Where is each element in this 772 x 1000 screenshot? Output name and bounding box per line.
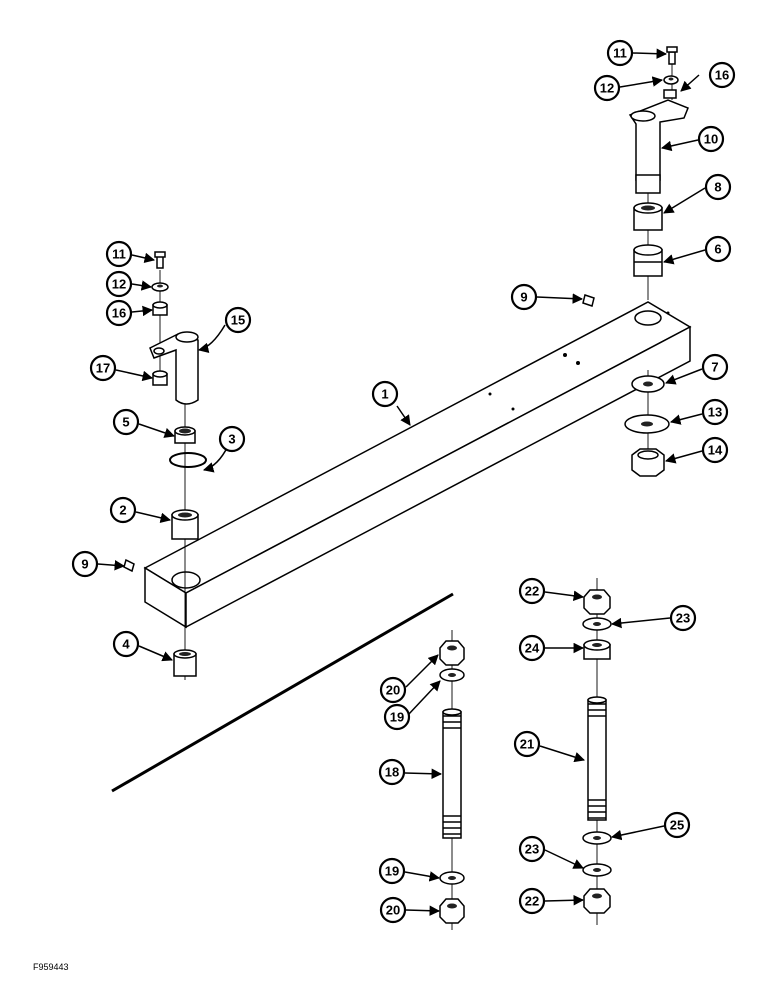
callout-25: 25 [663,811,691,839]
callout-20-upper: 20 [379,676,407,704]
callout-9-left: 9 [71,550,99,578]
svg-text:25: 25 [670,818,684,833]
callout-16-right: 16 [708,61,736,89]
callout-16-left: 16 [105,299,133,327]
svg-text:23: 23 [525,842,539,857]
rod-21-stack [582,578,612,925]
svg-text:13: 13 [708,405,722,420]
assembly-divider-line [111,592,454,793]
callout-22-upper: 22 [518,577,546,605]
svg-text:20: 20 [386,683,400,698]
svg-text:12: 12 [112,277,126,292]
left-pivot-stack [123,251,207,680]
callout-9-right: 9 [510,283,538,311]
svg-text:20: 20 [386,903,400,918]
svg-text:11: 11 [112,247,126,262]
svg-text:9: 9 [81,557,88,572]
beam [143,301,692,629]
callout-20-lower: 20 [379,896,407,924]
svg-text:5: 5 [122,415,129,430]
callout-24: 24 [518,634,546,662]
svg-text:16: 16 [715,68,729,83]
svg-text:24: 24 [525,641,540,656]
svg-text:1: 1 [381,387,388,402]
callout-8: 8 [704,173,732,201]
callout-15: 15 [224,306,252,334]
callout-6: 6 [704,235,732,263]
svg-text:19: 19 [390,710,404,725]
callout-19-upper: 19 [383,703,411,731]
callout-12-left: 12 [105,270,133,298]
figure-reference: F959443 [33,962,69,972]
svg-text:18: 18 [385,765,399,780]
callout-14: 14 [701,436,729,464]
svg-text:8: 8 [714,180,721,195]
callout-7: 7 [701,353,729,381]
svg-text:12: 12 [600,81,614,96]
svg-text:4: 4 [122,637,130,652]
svg-text:10: 10 [704,132,718,147]
svg-text:17: 17 [96,361,110,376]
callout-1: 1 [371,380,399,408]
svg-text:11: 11 [613,46,627,61]
svg-text:21: 21 [520,737,534,752]
callout-11-left: 11 [105,240,133,268]
callout-12-right: 12 [593,74,621,102]
svg-text:22: 22 [525,584,539,599]
callout-5: 5 [112,408,140,436]
svg-text:15: 15 [231,313,245,328]
callout-13: 13 [701,398,729,426]
callout-4: 4 [112,630,140,658]
callout-21: 21 [513,730,541,758]
svg-text:3: 3 [228,432,235,447]
leader-lines [97,48,706,916]
callout-23-upper: 23 [669,604,697,632]
callout-3: 3 [218,425,246,453]
rod-18-stack [439,630,465,930]
callout-11-right: 11 [606,39,634,67]
callout-19-lower: 19 [378,857,406,885]
svg-text:9: 9 [520,290,527,305]
svg-text:2: 2 [119,503,126,518]
svg-text:6: 6 [714,242,721,257]
callout-17: 17 [89,354,117,382]
callout-10: 10 [697,125,725,153]
svg-text:23: 23 [676,611,690,626]
callout-18: 18 [378,758,406,786]
svg-text:16: 16 [112,306,126,321]
right-pivot-stack [582,46,689,477]
svg-text:19: 19 [385,864,399,879]
svg-text:22: 22 [525,894,539,909]
svg-text:14: 14 [708,443,723,458]
callout-22-lower: 22 [518,887,546,915]
callout-2: 2 [109,496,137,524]
svg-text:7: 7 [711,360,718,375]
callout-23-lower: 23 [518,835,546,863]
